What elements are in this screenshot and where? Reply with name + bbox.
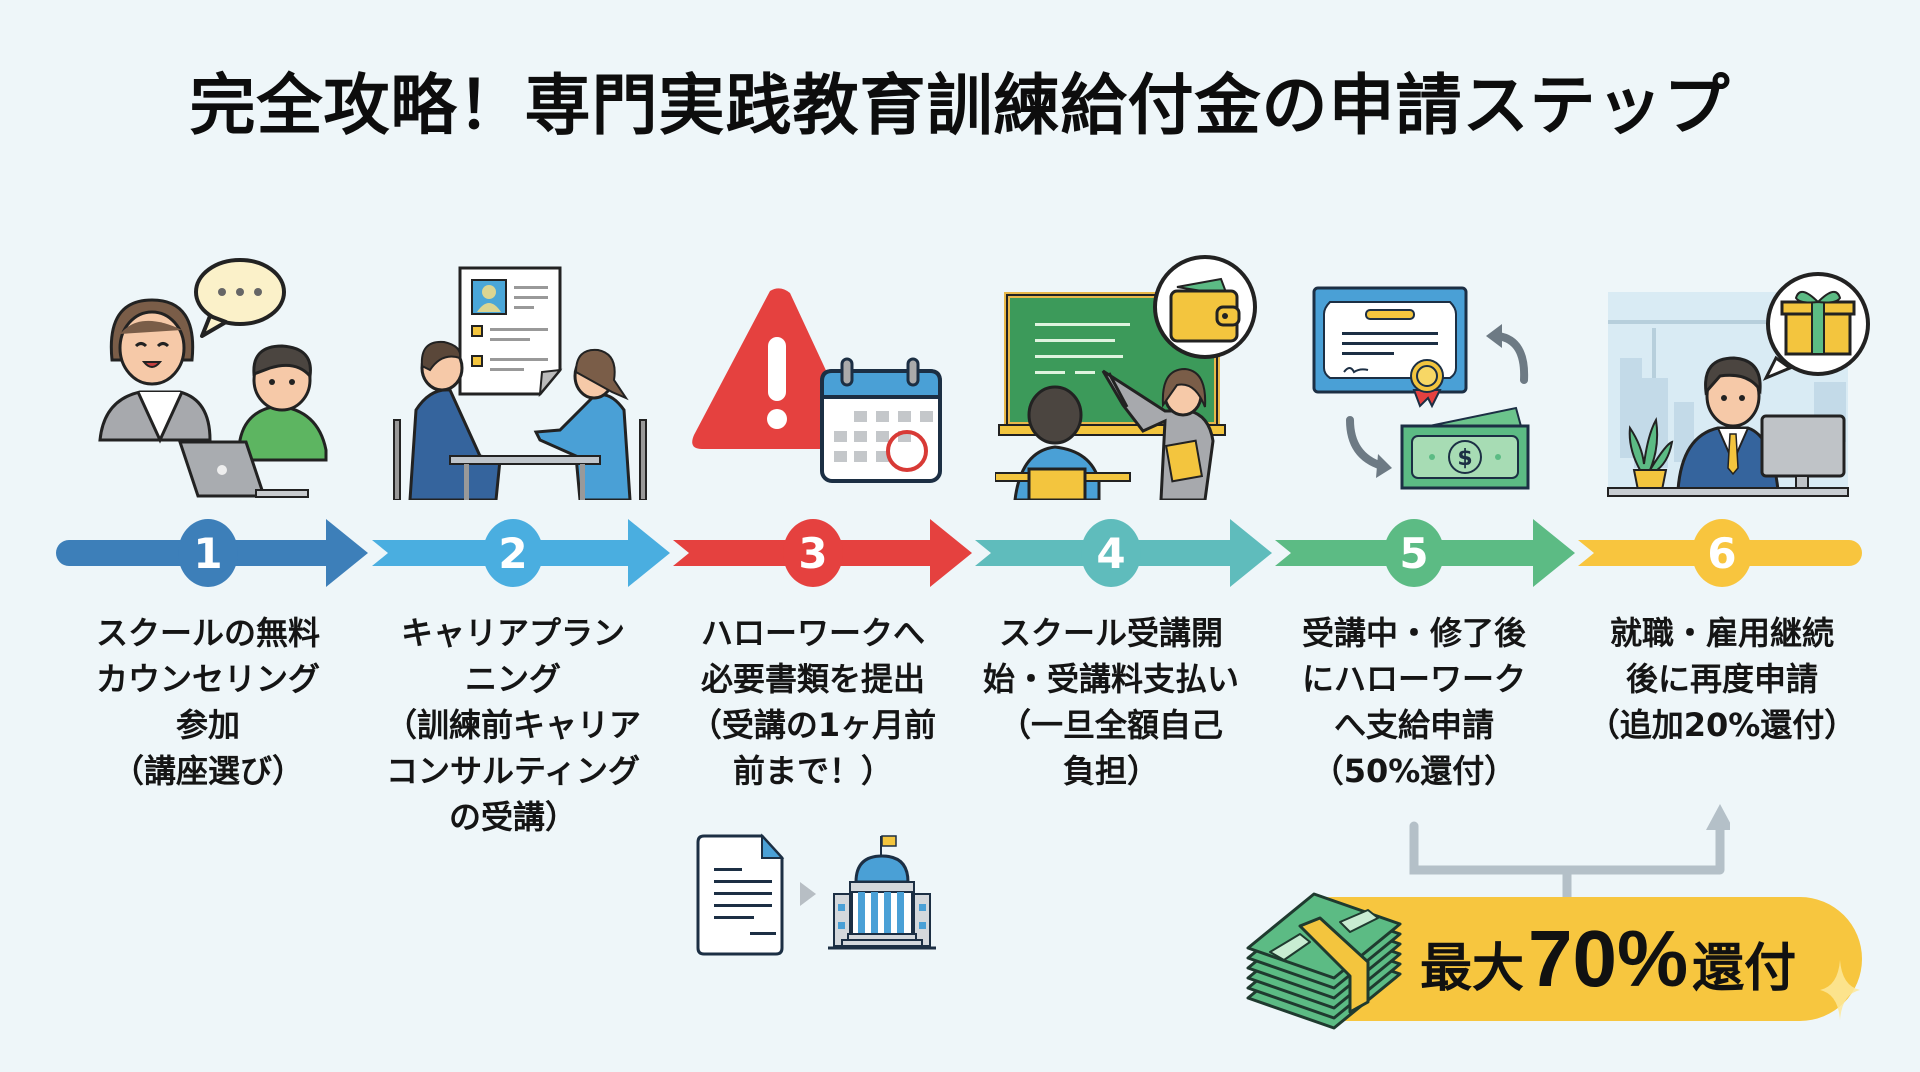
step-4-description: スクール受講開始・受講料支払い （一旦全額自己負担） [961, 610, 1261, 794]
counselor-woman-icon [98, 298, 212, 444]
step-6-description: 就職・雇用継続後に再度申請 （追加20%還付） [1572, 610, 1872, 748]
money-stack-icon [1246, 892, 1402, 1030]
step-3-line: 必要書類を提出 [700, 660, 925, 698]
step-2-line: ニング [464, 660, 561, 698]
step-5-line: にハローワーク [1301, 660, 1526, 698]
student-back-icon [995, 385, 1131, 500]
table-icon [449, 455, 601, 500]
step-1-number: 1 [193, 529, 222, 578]
gift-bubble-icon [1762, 272, 1870, 381]
sparkle-icon [1820, 960, 1860, 1020]
page-title: 完全攻略！専門実践教育訓練給付金の申請ステップ [189, 67, 1731, 144]
step-6-line: 就職・雇用継続 [1609, 614, 1834, 652]
desk-icon [1607, 487, 1849, 497]
step-3-description: ハローワークへ必要書類を提出 （受講の1ヶ月前前まで！） [663, 610, 963, 794]
step-4-number: 4 [1096, 529, 1125, 578]
step-3-line: ハローワークへ [700, 614, 925, 652]
step-4-illustration [995, 255, 1257, 500]
step-4-number-badge [1081, 519, 1141, 587]
step-4-line: 負担） [1062, 752, 1159, 790]
step-5-number-badge [1384, 519, 1444, 587]
step-1-line: スクールの無料 [95, 614, 320, 652]
step-5-line: （50%還付） [1311, 752, 1517, 790]
teacher-icon [1101, 367, 1215, 500]
warning-triangle-icon [692, 288, 857, 449]
step-1-number-badge [178, 519, 238, 587]
step-6-number: 6 [1707, 529, 1736, 578]
monitor-icon [1760, 414, 1846, 491]
step-3-line: 前まで！） [732, 752, 893, 790]
businesswoman-icon [533, 348, 647, 500]
step-4-line: （一旦全額自己 [998, 706, 1223, 744]
arrow-right-icon [800, 882, 816, 906]
step-3-number: 3 [798, 529, 827, 578]
max-refund-value: 70% [1528, 914, 1689, 1003]
step-1-illustration [98, 258, 328, 498]
laptop-icon [177, 440, 309, 498]
step-1-line: カウンセリング [95, 660, 320, 698]
businessman-desk-icon [1676, 356, 1780, 492]
refund-connector [1409, 804, 1730, 900]
step-6-number-badge [1692, 519, 1752, 587]
step-4-line: 始・受講料支払い [982, 660, 1239, 698]
step-5-illustration: $ [1312, 286, 1530, 490]
resume-document-icon [458, 266, 563, 398]
step-2-line: （訓練前キャリア [384, 706, 641, 744]
step-2-description: キャリアプランニング （訓練前キャリアコンサルティングの受講） [363, 610, 663, 840]
step-6-line: （追加20%還付） [1587, 706, 1857, 744]
step-2-illustration [393, 266, 647, 500]
step-1-line: 参加 [175, 706, 240, 744]
step-2-number: 2 [498, 529, 527, 578]
step-3-illustration [692, 288, 942, 483]
government-building-icon [828, 835, 936, 950]
arrow-up-icon [1706, 804, 1730, 830]
speech-bubble-icon [194, 258, 286, 338]
step-2-line: の受講） [448, 798, 577, 836]
step-5-description: 受講中・修了後にハローワークへ支給申請 （50%還付） [1264, 610, 1564, 794]
max-refund-label: 最大 70% 還付 [1420, 913, 1796, 1003]
student-man-icon [238, 344, 328, 462]
svg-text:$: $ [1457, 446, 1472, 471]
calendar-icon [820, 357, 942, 483]
step-4-line: スクール受講開 [998, 614, 1223, 652]
cycle-arrows-icon [1346, 332, 1529, 470]
step-1-description: スクールの無料カウンセリング参加 （講座選び） [58, 610, 358, 794]
submission-flow [696, 833, 936, 956]
plant-icon [1628, 417, 1674, 491]
step-3-number-badge [783, 519, 843, 587]
step-1-line: （講座選び） [111, 752, 304, 790]
step-5-line: へ支給申請 [1333, 706, 1494, 744]
step-3-line: （受講の1ヶ月前 [689, 706, 937, 744]
step-2-line: コンサルティング [385, 752, 641, 790]
step-6-line: 後に再度申請 [1625, 660, 1818, 698]
step-timeline: 1 2 3 4 5 6 [56, 519, 1862, 587]
step-5-line: 受講中・修了後 [1301, 614, 1526, 652]
wallet-bubble-icon [1153, 255, 1257, 359]
document-icon [696, 833, 785, 956]
step-6-illustration [1607, 272, 1870, 497]
max-refund-suffix: 還付 [1692, 939, 1797, 999]
max-refund-prefix: 最大 [1420, 939, 1525, 999]
certificate-icon [1312, 286, 1468, 409]
step-2-line: キャリアプラン [400, 614, 625, 652]
step-2-number-badge [483, 519, 543, 587]
step-5-number: 5 [1399, 529, 1428, 578]
cash-icon: $ [1400, 406, 1530, 490]
